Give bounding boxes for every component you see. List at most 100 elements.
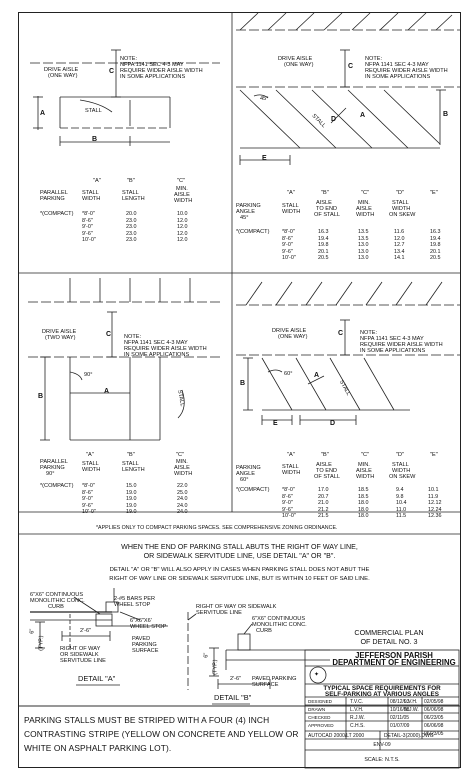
tb-row-1-date: 08/12/93 [390, 699, 410, 705]
p1-note-1: NOTE: [120, 56, 138, 62]
p3-col-b-title-1: STALL [122, 461, 139, 467]
detail-b-row-1: RIGHT OF WAY OR SIDEWALK [196, 604, 277, 610]
p1-dim-c: C [109, 68, 115, 75]
p2-col-a-title-1: STALL [282, 203, 299, 209]
p4-dim-c: C [338, 330, 344, 337]
p4-dim-a: A [314, 372, 320, 379]
table-cell: 19.0 [126, 509, 137, 515]
table-cell: 13.0 [358, 242, 369, 248]
p1-stall-label: STALL [85, 108, 102, 114]
p3-row-label-2: PARKING [40, 465, 65, 471]
p2-angle-label: 45° [260, 96, 269, 102]
p4-one-way-label: (ONE WAY) [278, 334, 308, 340]
table-cell: 9.8 [396, 493, 404, 500]
table-cell: 20.5 [430, 255, 441, 261]
tb-row-2-rev-date: 06/06/98 [424, 707, 444, 713]
table-cell: 12.12 [428, 500, 442, 506]
p2-col-c-title-3: WIDTH [356, 212, 375, 218]
tb-row-4-date: 01/07/09 [390, 723, 410, 729]
detail-a-curb-1: 6"X6" CONTINUOUS [30, 592, 84, 598]
detail-a-wheel-stop-1: 6"X6"X6' [130, 618, 152, 624]
table-cell: 10'-0" [82, 237, 96, 243]
p1-col-a-values: *8'-0"8'-6"9'-0"9'-6"10'-0" [82, 211, 96, 244]
p2-header-c: "C" [361, 190, 370, 196]
p3-header-a: "A" [86, 452, 94, 458]
table-cell: 19.4 [318, 235, 329, 242]
table-cell: 16.3 [430, 229, 441, 235]
table-cell: 23.0 [126, 224, 137, 230]
p4-col-a-title-2: WIDTH [282, 470, 301, 476]
title-block-dept: DEPARTMENT OF ENGINEERING [332, 658, 456, 667]
p2-header-b: "B" [321, 190, 329, 196]
tb-row-3-rev-by: N.J.W. [404, 707, 419, 713]
p1-col-b-title-1: STALL [122, 190, 139, 196]
table-cell: 13.0 [358, 255, 369, 261]
p3-col-a-values: *8'-0"8'-6"9'-0"9'-6"10'-0" [82, 483, 96, 516]
p1-one-way-label: (ONE WAY) [48, 73, 78, 79]
detail-b-paved-1: PAVED PARKING [252, 676, 297, 682]
p3-header-c: "C" [176, 452, 185, 458]
tb-row-5-rev-date: 06/23/05 [424, 731, 444, 737]
table-cell: 11.0 [396, 506, 407, 513]
table-cell: 11.6 [394, 229, 405, 235]
p4-col-b-title-1: AISLE [316, 462, 332, 468]
table-cell: 21.2 [318, 506, 329, 513]
detail-b-curb-2: MONOLITHIC CONC. [252, 622, 307, 628]
table-cell: 16.3 [318, 229, 329, 235]
p2-col-a-title-2: WIDTH [282, 209, 301, 215]
plan-title-1: COMMERCIAL PLAN [354, 628, 424, 637]
p3-col-c-title-3: WIDTH [174, 471, 193, 477]
p3-compact-label: *(COMPACT) [40, 483, 74, 489]
table-cell: 11.5 [396, 513, 407, 519]
p2-col-b-title-2: TO END [316, 206, 338, 212]
p2-col-d-title-3: ON SKEW [389, 212, 416, 218]
title-block-title-2: SELF-PARKING AT VARIOUS ANGLES [325, 691, 439, 698]
table-cell: 9'-6" [282, 506, 293, 513]
tb-row-3-rev-date: 06/23/05 [424, 715, 444, 721]
plan-title-2: OF DETAIL NO. 3 [360, 637, 418, 646]
tb-row-2-rev-by: L.V.H. [404, 699, 418, 705]
table-cell: 8'-6" [282, 493, 293, 500]
tb-row-4-by: C.H.S. [350, 723, 365, 729]
p2-col-c-title-2: AISLE [356, 206, 372, 212]
tb-row-2-label: DRAWN [308, 707, 326, 712]
table-cell: 12.0 [177, 224, 188, 230]
parish-seal-icon: ✦ [314, 672, 320, 678]
detail-a-row-3: SERVITUDE LINE [60, 658, 106, 664]
p2-note-3: REQUIRE WIDER AISLE WIDTH [365, 68, 448, 74]
detail-b-title: DETAIL "B" [214, 693, 252, 702]
table-cell: 19.0 [126, 502, 137, 509]
p2-dim-d: D [331, 116, 337, 123]
tb-row-3-date: 02/11/05 [390, 715, 410, 721]
detail-b-dim-typ: (TYP.) [212, 659, 219, 675]
p4-header-a: "A" [287, 452, 295, 458]
tb-autocad: AUTOCAD 2000/LT 2000 [308, 733, 365, 739]
p2-row-label-3: 45° [240, 215, 249, 221]
p4-col-c-title-2: AISLE [356, 468, 372, 474]
table-cell: 8'-6" [282, 235, 293, 242]
table-cell: 13.5 [358, 235, 369, 242]
p2-header-a: "A" [287, 190, 295, 196]
p2-note-1: NOTE: [365, 56, 383, 62]
p2-note-2: NFPA 1141 SEC 4-3 MAY [365, 62, 429, 68]
p3-row-label-3: 90° [46, 471, 55, 477]
table-cell: *8'-0" [282, 487, 295, 493]
p1-note-2: NFPA 1141 SEC 4-3 MAY [120, 62, 184, 68]
p4-row-label-2: ANGLE [236, 471, 255, 477]
detail-b-curb-1: 6"X6" CONTINUOUS [252, 616, 306, 622]
p3-col-c-title-2: AISLE [174, 465, 190, 471]
detail-a-rebar-1: 2-#5 BARS PER [114, 596, 156, 602]
p4-note-1: NOTE: [360, 330, 378, 336]
p2-col-d-title-1: STALL [392, 200, 409, 206]
table-cell: 12.0 [177, 217, 188, 224]
tb-row-4-rev-date: 06/06/98 [424, 723, 444, 729]
p2-header-d: "D" [396, 190, 405, 196]
tb-row-4-label: APPROVED [308, 723, 334, 728]
table-cell: 9.4 [396, 487, 404, 493]
